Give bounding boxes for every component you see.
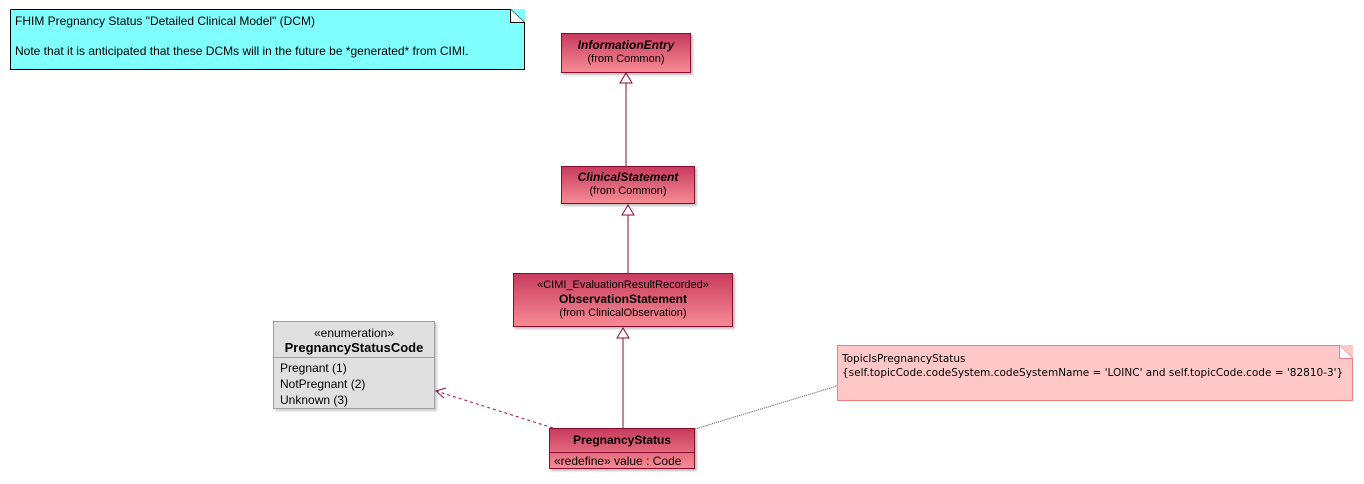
- enum-literal: Unknown (3): [280, 393, 349, 407]
- class-name: InformationEntry: [577, 38, 675, 52]
- note-anchor-line: [694, 385, 838, 430]
- title-note-line2: Note that it is anticipated that these D…: [15, 44, 469, 58]
- title-note-line1: FHIM Pregnancy Status "Detailed Clinical…: [15, 14, 315, 28]
- class-information-entry[interactable]: InformationEntry (from Common): [561, 33, 691, 73]
- class-stereotype: «CIMI_EvaluationResultRecorded»: [537, 279, 709, 291]
- class-name: ClinicalStatement: [577, 170, 679, 184]
- class-attribute: «redefine» value : Code: [554, 454, 682, 468]
- dependency-arrowhead: [434, 387, 447, 399]
- enum-stereotype: «enumeration»: [313, 326, 395, 340]
- generalization-arrowhead-info: [619, 72, 633, 84]
- constraint-name: TopicIsPregnancyStatus: [842, 353, 966, 365]
- class-origin: (from Common): [587, 53, 665, 65]
- title-note-outline: [10, 9, 525, 70]
- dependency-pregnancy-to-enum: [435, 390, 554, 429]
- enum-literals: Pregnant (1) NotPregnant (2) Unknown (3): [274, 358, 434, 408]
- class-origin: (from ClinicalObservation): [559, 307, 687, 319]
- class-name: ObservationStatement: [558, 292, 688, 306]
- generalization-arrowhead-observation: [616, 327, 630, 339]
- class-origin: (from Common): [589, 185, 667, 197]
- class-pregnancy-status[interactable]: PregnancyStatus «redefine» value : Code: [549, 428, 695, 469]
- class-clinical-statement[interactable]: ClinicalStatement (from Common): [561, 166, 695, 204]
- class-observation-statement[interactable]: «CIMI_EvaluationResultRecorded» Observat…: [513, 273, 733, 327]
- title-note: FHIM Pregnancy Status "Detailed Clinical…: [10, 9, 525, 69]
- class-name: PregnancyStatus: [550, 429, 694, 453]
- enum-name: PregnancyStatusCode: [284, 340, 424, 355]
- enum-pregnancy-status-code[interactable]: «enumeration» PregnancyStatusCode Pregna…: [273, 321, 435, 409]
- enum-header: «enumeration» PregnancyStatusCode: [274, 322, 434, 358]
- generalization-arrowhead-clinical: [621, 204, 635, 216]
- constraint-note[interactable]: TopicIsPregnancyStatus {self.topicCode.c…: [837, 345, 1353, 401]
- constraint-body: {self.topicCode.codeSystem.codeSystemNam…: [842, 367, 1344, 379]
- enum-literal: Pregnant (1): [280, 361, 347, 375]
- constraint-note-outline: [837, 345, 1353, 401]
- enum-literal: NotPregnant (2): [280, 377, 366, 391]
